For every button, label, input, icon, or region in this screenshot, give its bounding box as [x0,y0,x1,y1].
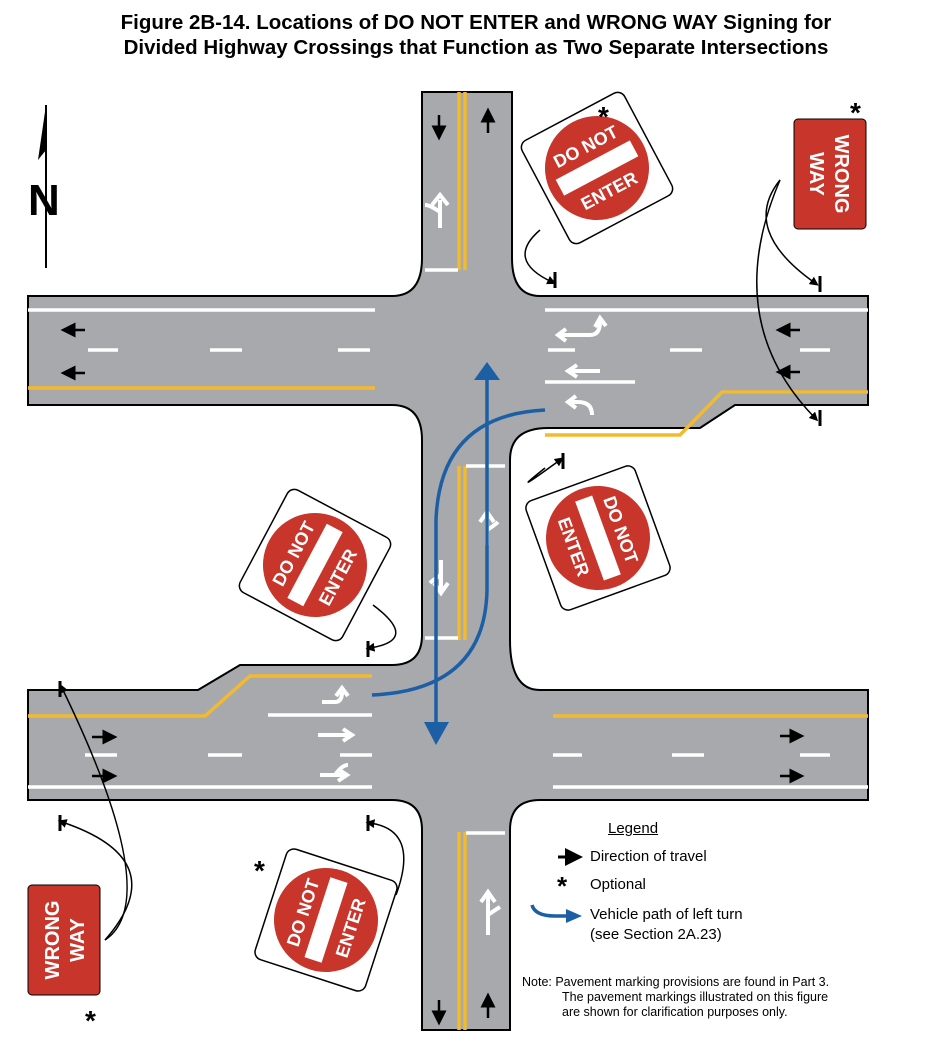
svg-text:WRONG: WRONG [42,901,64,980]
wrong-way-sign-bottom: WRONG WAY [27,884,101,996]
note-line-2: The pavement markings illustrated on thi… [562,990,829,1004]
figure-title-line-1: Figure 2B-14. Locations of DO NOT ENTER … [120,11,832,34]
svg-text:WAY: WAY [805,152,827,196]
legend-vehicle-path-label-1: Vehicle path of left turn [590,906,743,923]
white-lane-markings [28,268,868,835]
sign-leader-lines [57,179,819,941]
note-line-3: are shown for clarification purposes onl… [562,1005,788,1019]
legend-direction-label: Direction of travel [590,848,707,865]
vehicle-left-turn-paths [371,378,546,725]
pavement-note: Note: Pavement marking provisions are fo… [522,975,829,1020]
do-not-enter-sign-left: DO NOT ENTER [238,488,392,642]
optional-marker-bottom-sign: * [254,855,265,886]
travel-direction-arrows [60,107,805,1026]
do-not-enter-sign-top: DO NOT ENTER [520,91,674,245]
figure-title: Figure 2B-14. Locations of DO NOT ENTER … [0,10,952,60]
legend-symbols: * [530,848,583,923]
do-not-enter-sign-right: DO NOT ENTER [525,465,671,611]
svg-text:WRONG: WRONG [830,135,852,214]
road-surface [27,91,869,1031]
optional-marker-wrong-way-top: * [850,97,861,128]
wrong-way-sign-top: WRONG WAY [793,118,867,230]
yellow-edge-lines [28,92,868,1030]
north-arrow: N [28,105,60,268]
legend-optional-label: Optional [590,876,646,893]
pavement-arrows [318,191,608,935]
svg-text:WAY: WAY [67,917,89,961]
vehicle-path-arrowheads [424,362,500,745]
legend-title: Legend [608,820,659,837]
note-line-1: Note: Pavement marking provisions are fo… [522,975,830,989]
legend-vehicle-path-label-2: (see Section 2A.23) [590,926,722,943]
optional-marker-wrong-way-bottom: * [85,1005,96,1036]
legend-vehicle-path-icon [530,904,568,918]
do-not-enter-sign-bottom: DO NOT ENTER [254,848,398,992]
figure-title-line-2: Divided Highway Crossings that Function … [123,36,829,59]
north-label: N [28,176,60,225]
legend-optional-star-icon: * [557,871,568,901]
optional-marker-top-sign: * [598,101,609,132]
sign-posts [58,272,822,831]
